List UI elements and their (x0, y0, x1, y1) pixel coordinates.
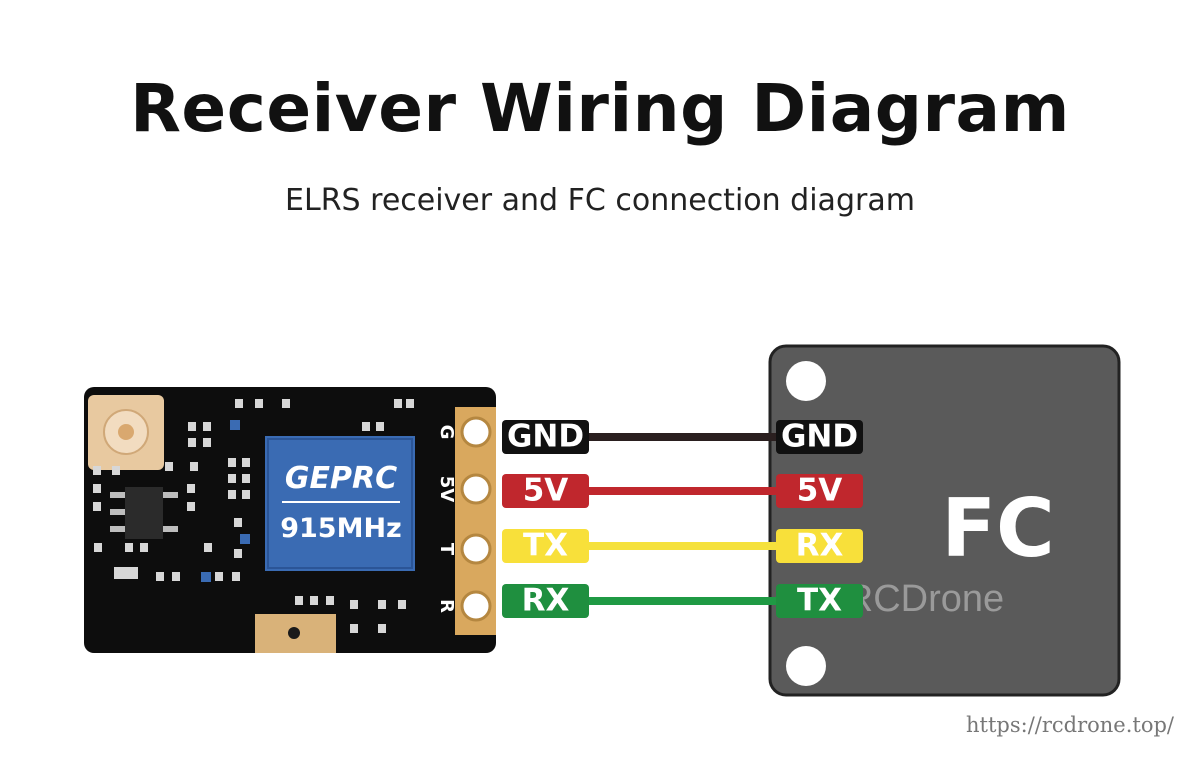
fc-wire-tag-1 (776, 420, 863, 454)
watermark: RCDrone (846, 578, 1004, 620)
fc-mount-hole-top (786, 361, 826, 401)
receiver-wire-tag-2 (502, 474, 589, 508)
pin-label-5v: 5V (436, 476, 457, 503)
receiver-brand-logo: GEPRC (285, 461, 397, 496)
page-title: Receiver Wiring Diagram (130, 70, 1070, 147)
receiver-pin-labels: G 5V T R (436, 425, 457, 613)
receiver-board: GEPRC 915MHz (84, 387, 496, 653)
footer-url: https://rcdrone.top/ (966, 713, 1175, 737)
pin-label-r: R (436, 599, 457, 613)
wires: GND GND 5V 5V TX RX RX TX (502, 419, 863, 619)
fc-label: FC (941, 482, 1054, 575)
pin-label-t: T (436, 543, 457, 556)
fc-wire-label-1: GND (781, 419, 858, 455)
main-chip (265, 436, 415, 571)
fc-wire-tag-3 (776, 529, 863, 563)
fc-wire-label-2: 5V (797, 473, 843, 509)
receiver-wire-tag-1 (502, 420, 589, 454)
receiver-frequency: 915MHz (280, 513, 402, 544)
receiver-wire-label-4: RX (522, 583, 570, 619)
receiver-wire-label-3: TX (523, 528, 568, 564)
page-subtitle: ELRS receiver and FC connection diagram (285, 183, 915, 218)
receiver-wire-label-2: 5V (523, 473, 569, 509)
receiver-wire-label-1: GND (507, 419, 584, 455)
receiver-pins (455, 407, 496, 635)
flight-controller-board: FC RCDrone (768, 344, 1121, 697)
fc-wire-label-3: RX (796, 528, 844, 564)
receiver-wire-tag-3 (502, 529, 589, 563)
fc-wire-tag-4 (776, 584, 863, 618)
fc-wire-tag-2 (776, 474, 863, 508)
receiver-wire-tag-4 (502, 584, 589, 618)
fc-wire-label-4: TX (797, 583, 842, 619)
pin-label-g: G (436, 425, 457, 440)
fc-mount-hole-bottom (786, 646, 826, 686)
